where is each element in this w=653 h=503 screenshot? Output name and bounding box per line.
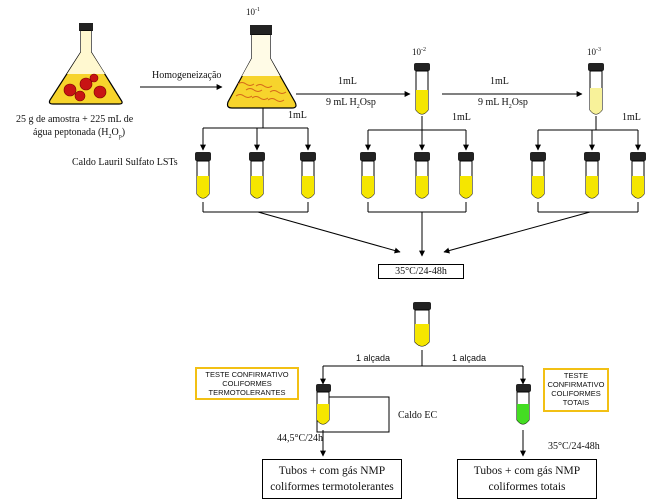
branch-lines-1 <box>200 108 311 151</box>
presumptive-incubation: 35°C/24-48h <box>378 264 464 279</box>
lst-tube <box>530 152 546 199</box>
lst-tube <box>360 152 376 199</box>
dilution-tube-3 <box>588 63 604 115</box>
transfer-label-1: 1mL <box>338 76 357 87</box>
sample-label-line1: 25 g de amostra + 225 mL de <box>16 114 134 125</box>
lst-tube <box>458 152 474 199</box>
lst-tube <box>300 152 316 199</box>
lst-broth-label: Caldo Lauril Sulfato LSTs <box>72 157 178 168</box>
transfer-label-2: 1mL <box>490 76 509 87</box>
sample-flask <box>48 23 123 105</box>
bacteria-icon <box>63 73 107 102</box>
ec-broth-label: Caldo EC <box>398 410 438 421</box>
total-incubation: 35°C/24-48h <box>548 441 600 452</box>
lst-tube <box>249 152 265 199</box>
dilution-label-1: 10-1 <box>246 7 260 17</box>
ml-label-a: 1mL <box>288 110 307 121</box>
split-lines <box>320 350 526 385</box>
homogenization-label: Homogeneização <box>152 70 222 81</box>
bgb-tube <box>516 384 531 425</box>
sample-label-line2: água peptonada (H2Op) <box>33 127 126 140</box>
loop-label-left: 1 alçada <box>356 353 391 363</box>
branch-lines-3 <box>535 116 641 151</box>
ml-label-b: 1mL <box>452 112 471 123</box>
dilution-tube-2 <box>414 63 430 115</box>
lst-tube <box>584 152 600 199</box>
thermo-incubation: 44,5°C/24h <box>277 433 323 444</box>
diluent-label-1: 9 mL H2Osp <box>326 97 376 110</box>
lst-tube <box>630 152 646 199</box>
dilution-flask <box>226 25 297 109</box>
ec-tube <box>316 384 331 425</box>
loop-label-right: 1 alçada <box>452 353 487 363</box>
lst-tube <box>414 152 430 199</box>
lst-tubes <box>195 152 646 199</box>
lst-tube <box>195 152 211 199</box>
collector-lines <box>202 202 639 257</box>
dilution-label-3: 10-3 <box>587 47 601 57</box>
presumptive-tube <box>413 302 431 347</box>
dilution-label-2: 10-2 <box>412 47 426 57</box>
diluent-label-2: 9 mL H2Osp <box>478 97 528 110</box>
branch-lines-2 <box>365 116 469 151</box>
ml-label-c: 1mL <box>622 112 641 123</box>
